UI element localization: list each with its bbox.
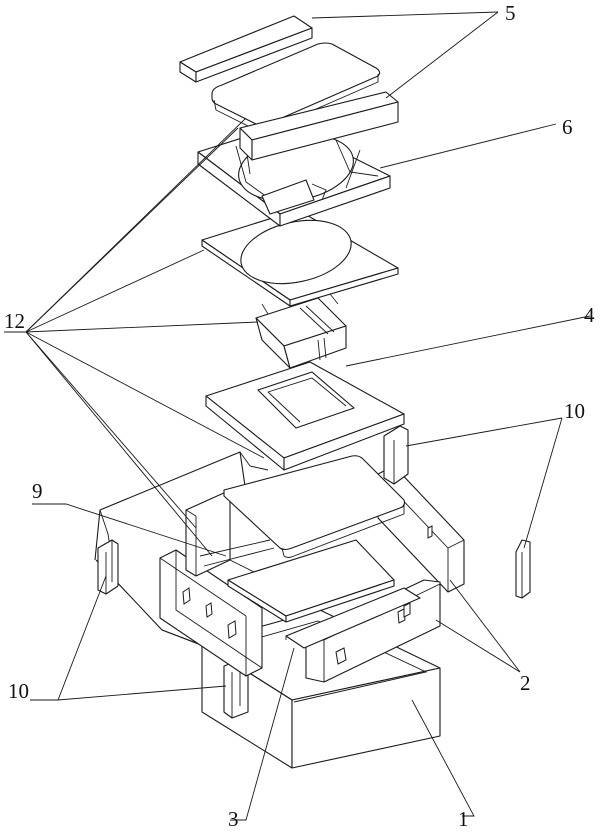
label-9: 9 — [32, 479, 43, 503]
circular-opening-plate — [201, 209, 399, 307]
part-5-middle-bar — [239, 91, 399, 161]
part-10-clip-far-right — [515, 539, 531, 599]
label-1: 1 — [458, 807, 469, 831]
middle-card-plate — [223, 455, 406, 558]
label-4: 4 — [584, 303, 595, 327]
label-3: 3 — [228, 807, 239, 831]
label-6: 6 — [562, 115, 573, 139]
part-4-window-frame — [205, 361, 405, 471]
part-5-top-bar — [179, 15, 313, 83]
part-10-clip-left — [97, 539, 119, 595]
callout-labels: 5 6 12 4 10 9 10 2 3 1 — [4, 1, 595, 831]
part-9-lower-plate — [227, 539, 395, 623]
part-2-right-plate — [377, 465, 465, 593]
part-10-clip-upper-right — [383, 425, 409, 485]
label-2: 2 — [520, 671, 531, 695]
label-5: 5 — [505, 1, 516, 25]
leader-lines — [4, 11, 591, 821]
label-10-right: 10 — [564, 399, 585, 423]
label-10-left: 10 — [8, 679, 29, 703]
part-3-tray — [285, 587, 421, 649]
left-side-plate — [159, 549, 263, 677]
label-12: 12 — [4, 309, 25, 333]
connector-block — [255, 293, 347, 369]
upper-left-frame — [185, 491, 291, 581]
